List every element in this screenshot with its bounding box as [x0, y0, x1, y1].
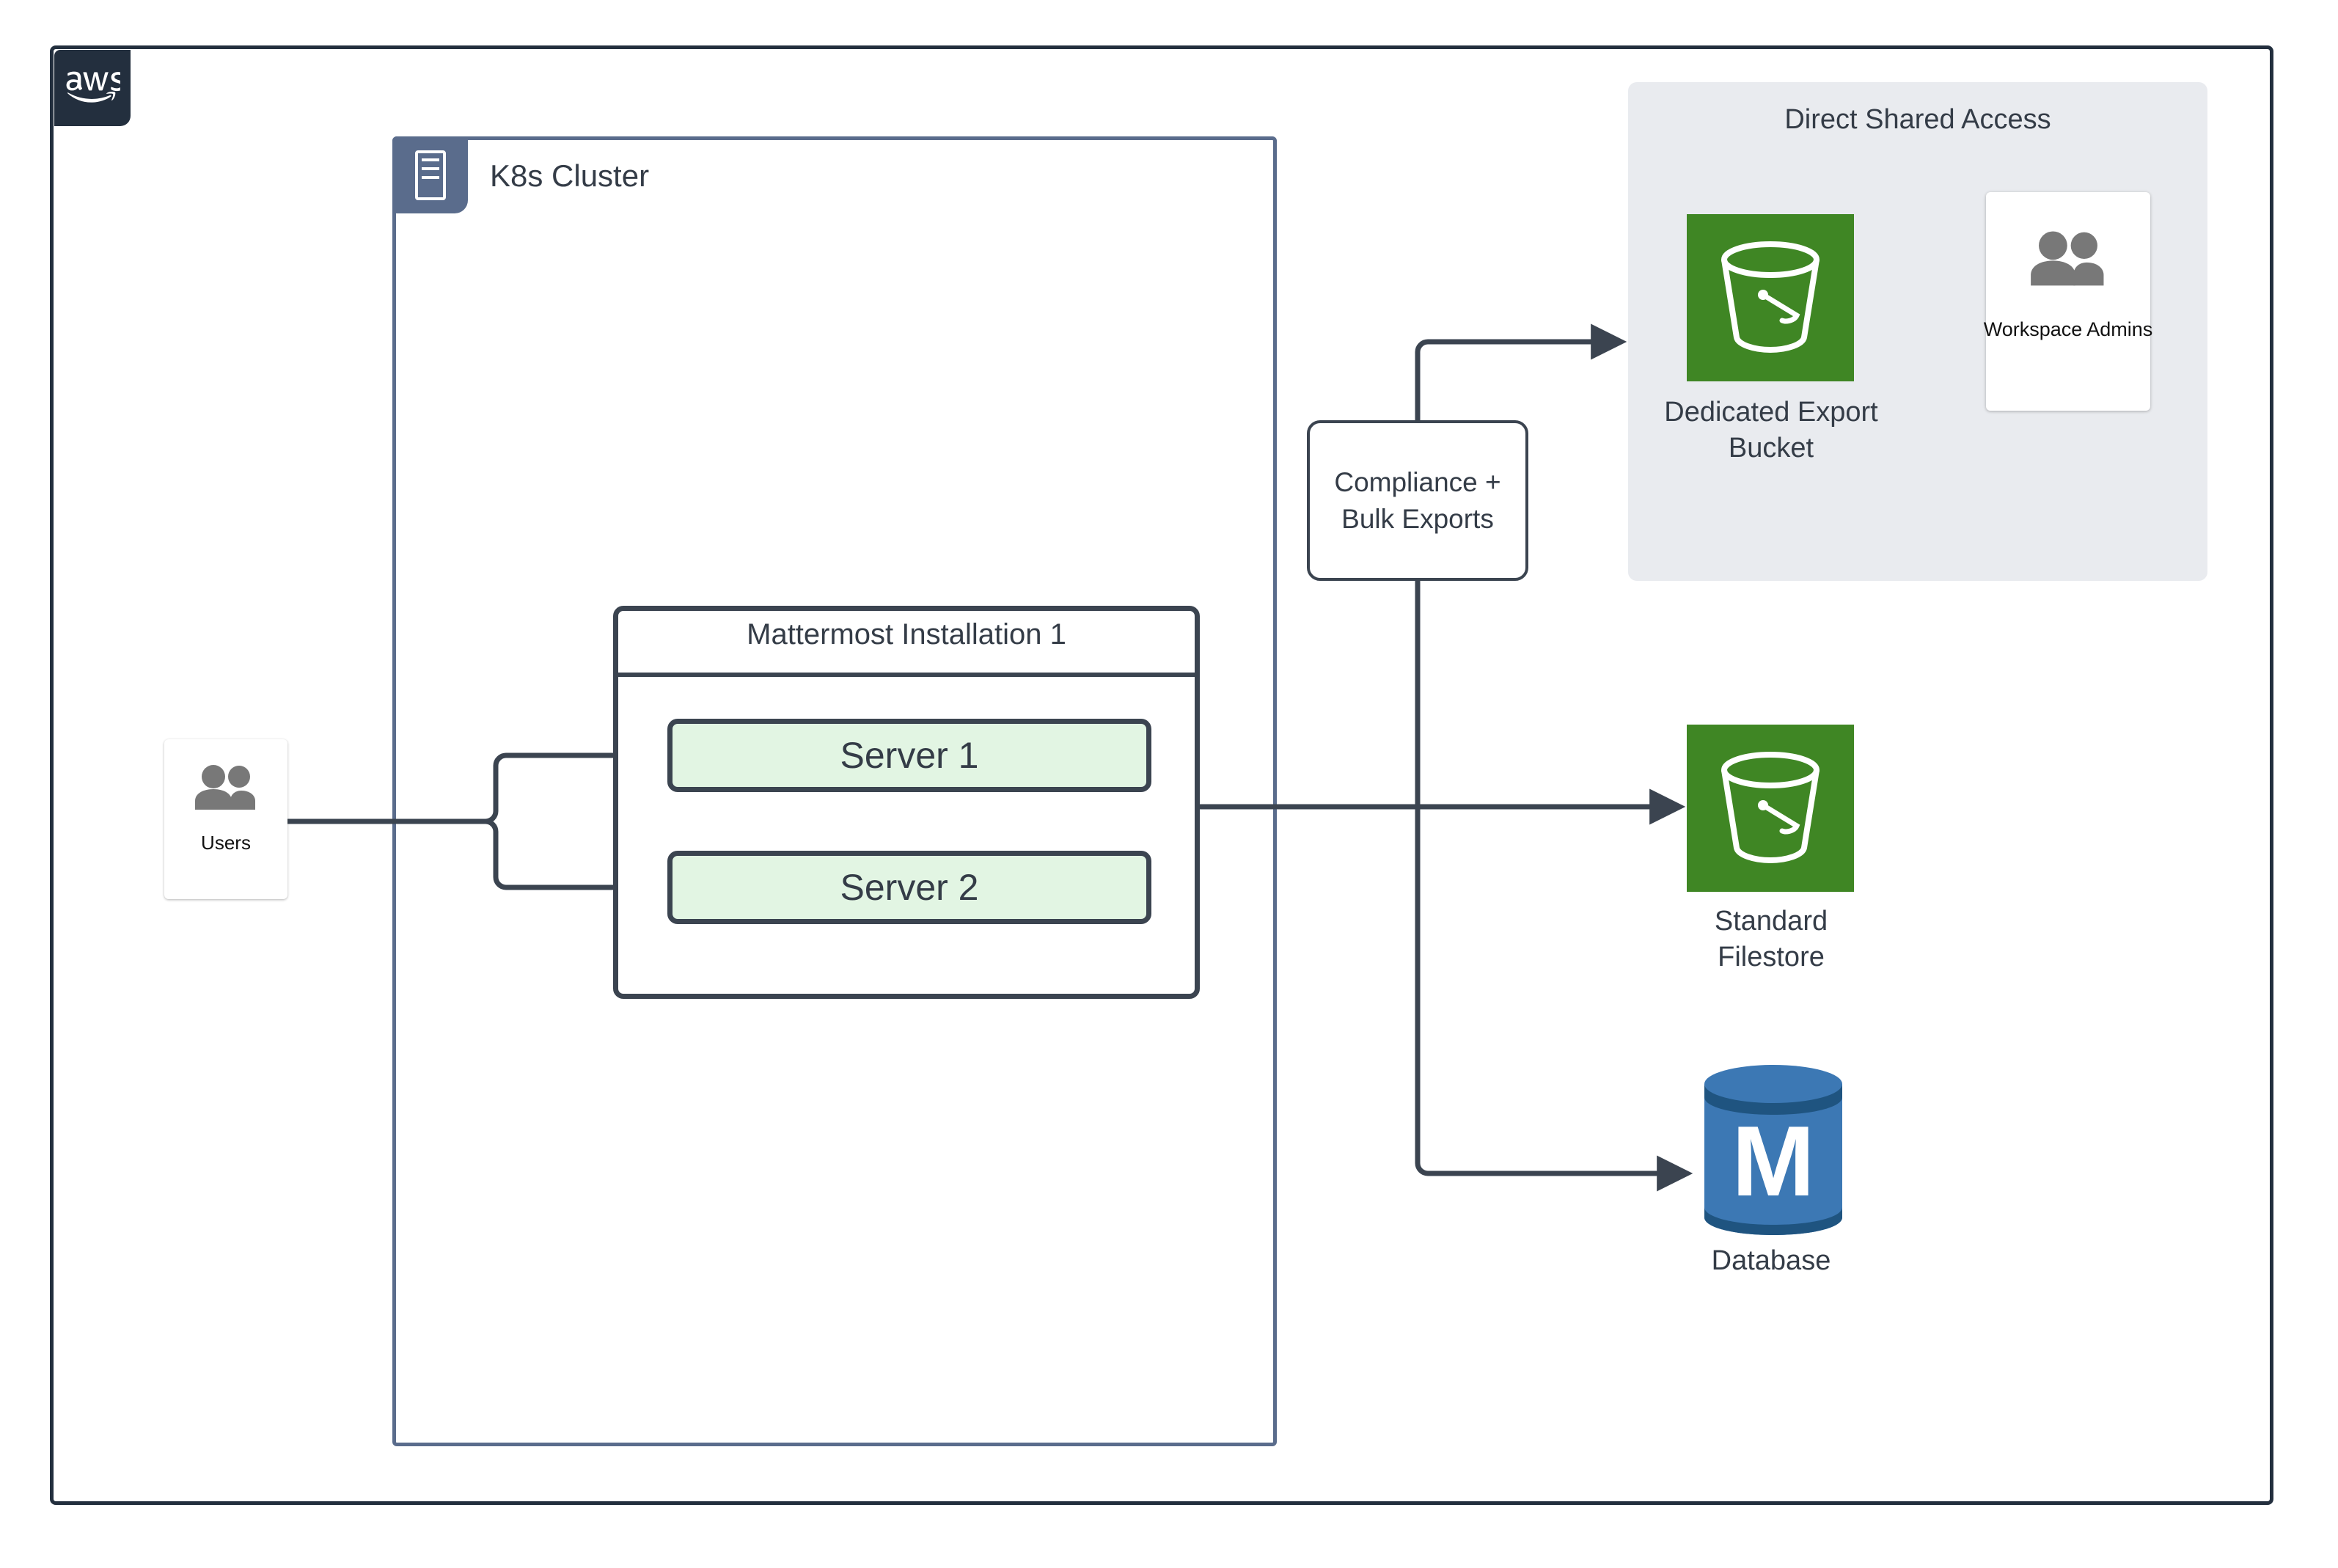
dedicated-export-bucket-node[interactable]: [1687, 214, 1854, 381]
server-1-node[interactable]: Server 1: [667, 719, 1151, 792]
people-icon: [2031, 231, 2104, 286]
database-cylinder-icon: M: [1704, 1065, 1842, 1235]
server-2-label: Server 2: [840, 867, 979, 908]
standard-filestore-label-line-2: Filestore: [1718, 941, 1825, 972]
database-node[interactable]: M: [1700, 1062, 1847, 1238]
k8s-cluster-badge: [392, 136, 468, 213]
compliance-line-1: Compliance +: [1334, 466, 1501, 497]
aws-logo-badge: [54, 50, 131, 126]
k8s-cluster-boundary: [392, 136, 1277, 1446]
server-rack-icon: [414, 150, 446, 200]
dedicated-export-bucket-label: Dedicated Export Bucket: [1599, 395, 1943, 466]
standard-filestore-label: Standard Filestore: [1599, 904, 1943, 975]
database-label: Database: [1711, 1245, 1831, 1276]
mattermost-installation-box: [613, 606, 1200, 999]
workspace-admins-node[interactable]: Workspace Admins: [1983, 192, 2153, 411]
users-label: Users: [201, 832, 251, 854]
compliance-bulk-exports-node[interactable]: Compliance + Bulk Exports: [1307, 420, 1528, 581]
direct-shared-access-title: Direct Shared Access: [1784, 104, 2051, 135]
server-1-label: Server 1: [840, 735, 979, 776]
s3-bucket-icon: [1721, 752, 1820, 863]
workspace-admins-label: Workspace Admins: [1983, 318, 2153, 340]
k8s-cluster-title: K8s Cluster: [490, 158, 650, 193]
compliance-line-2: Bulk Exports: [1341, 503, 1494, 534]
export-bucket-label-line-2: Bucket: [1728, 432, 1814, 464]
standard-filestore-label-line-1: Standard: [1714, 906, 1828, 937]
aws-logo-icon: [66, 71, 120, 103]
standard-filestore-node[interactable]: [1687, 725, 1854, 892]
users-node[interactable]: Users: [164, 739, 287, 899]
mattermost-installation-title: Mattermost Installation 1: [747, 618, 1066, 651]
svg-text:M: M: [1731, 1105, 1814, 1217]
people-icon: [195, 765, 255, 810]
export-bucket-label-line-1: Dedicated Export: [1664, 397, 1878, 428]
mattermost-title-divider: [618, 673, 1195, 677]
s3-bucket-icon: [1721, 241, 1820, 353]
server-2-node[interactable]: Server 2: [667, 851, 1151, 924]
